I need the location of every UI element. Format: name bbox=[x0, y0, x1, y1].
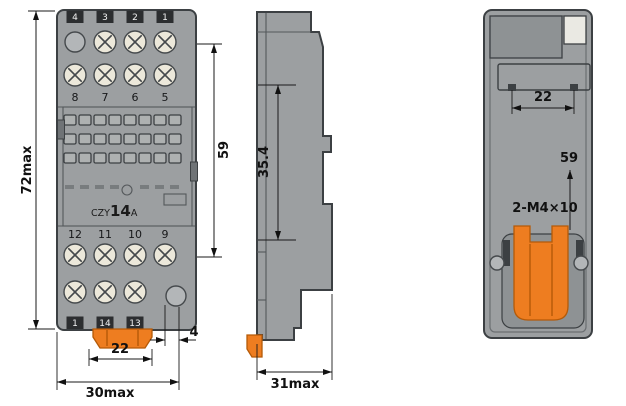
pin-numbers-row2: 8 7 6 5 bbox=[72, 91, 169, 104]
pin-number: 1 bbox=[162, 13, 168, 23]
pin-number: 13 bbox=[129, 319, 140, 329]
screw-terminal bbox=[123, 30, 147, 54]
pin-number: 8 bbox=[72, 91, 79, 104]
dim-label: 59 bbox=[217, 141, 232, 159]
dim-offset-4: 4 bbox=[150, 305, 199, 390]
release-clip-rear bbox=[513, 225, 569, 321]
center-pilot-hole bbox=[121, 184, 133, 196]
screw-terminal bbox=[123, 243, 147, 267]
side-view: 35.4 31max bbox=[246, 11, 333, 392]
side-clip-left bbox=[57, 119, 65, 140]
pin-number: 9 bbox=[162, 228, 169, 241]
mounting-hole-top bbox=[64, 31, 86, 53]
screw-terminal bbox=[153, 243, 177, 267]
screw-terminal bbox=[123, 63, 147, 87]
terminal-mark bbox=[508, 84, 516, 91]
screw-terminal bbox=[93, 243, 117, 267]
screw-terminal bbox=[93, 30, 117, 54]
side-hole-left bbox=[489, 255, 505, 271]
pin-number: 2 bbox=[132, 13, 138, 23]
side-clip-right bbox=[190, 161, 198, 182]
pin-number: 10 bbox=[128, 228, 142, 241]
pin-number: 6 bbox=[132, 91, 139, 104]
dim-label: 31max bbox=[271, 377, 320, 392]
dim-label: 22 bbox=[534, 90, 552, 105]
screw-terminal bbox=[93, 63, 117, 87]
screw-terminal bbox=[123, 280, 147, 304]
slot-recess bbox=[497, 63, 591, 91]
part-label: CZY14A bbox=[91, 202, 138, 220]
pin-number: 5 bbox=[162, 91, 169, 104]
pin-number: 14 bbox=[99, 319, 111, 329]
screw-terminal bbox=[63, 63, 87, 87]
pin-number: 12 bbox=[68, 228, 82, 241]
pin-tabs-top: 4 3 2 1 bbox=[66, 10, 174, 23]
mounting-hole-bottom bbox=[165, 285, 187, 307]
release-clip-front bbox=[92, 328, 153, 349]
screw-spec-label: 2-M4×10 bbox=[512, 201, 577, 216]
keying-slot bbox=[163, 193, 187, 206]
dim-clip-22: 22 bbox=[88, 342, 153, 366]
dim-width-30max: 30max bbox=[56, 332, 179, 401]
pin-numbers-row3: 12 11 10 9 bbox=[68, 228, 169, 241]
front-view: 4 3 2 1 8 7 6 bbox=[20, 9, 232, 401]
dim-pitch-59: 59 bbox=[197, 43, 232, 258]
dim-label: 4 bbox=[189, 325, 198, 340]
latch-slot-right bbox=[576, 240, 583, 266]
dim-label: 59 bbox=[560, 151, 578, 166]
pin-number: 7 bbox=[102, 91, 109, 104]
rear-view: 22 59 2-M4×10 bbox=[483, 9, 593, 339]
pin-number: 11 bbox=[98, 228, 112, 241]
dim-label: 72max bbox=[20, 145, 35, 194]
dim-label: 35.4 bbox=[257, 146, 272, 178]
dim-mount-59: 59 bbox=[560, 151, 578, 230]
dim-label: 22 bbox=[111, 342, 129, 357]
screw-terminal bbox=[153, 30, 177, 54]
latch-slot-left bbox=[503, 240, 510, 266]
side-hole-right bbox=[573, 255, 589, 271]
pin-tabs-bottom: 1 14 13 bbox=[66, 316, 144, 329]
screw-terminal bbox=[93, 280, 117, 304]
dim-height-72max: 72max bbox=[20, 10, 55, 330]
top-recess bbox=[489, 15, 563, 59]
contact-slot-grid bbox=[57, 114, 198, 206]
pin-number: 4 bbox=[72, 13, 78, 23]
dim-label: 30max bbox=[86, 386, 135, 401]
screw-terminal bbox=[63, 280, 87, 304]
screw-terminal bbox=[153, 63, 177, 87]
pin-number: 1 bbox=[72, 319, 78, 329]
screw-terminal bbox=[63, 243, 87, 267]
pin-number: 3 bbox=[102, 13, 108, 23]
dim-rail-35_4: 35.4 bbox=[257, 84, 296, 241]
release-clip-side bbox=[246, 334, 263, 358]
label-window bbox=[563, 15, 587, 45]
dim-slot-22: 22 bbox=[511, 90, 575, 114]
dim-depth-31max: 31max bbox=[256, 294, 333, 392]
terminal-mark bbox=[570, 84, 578, 91]
